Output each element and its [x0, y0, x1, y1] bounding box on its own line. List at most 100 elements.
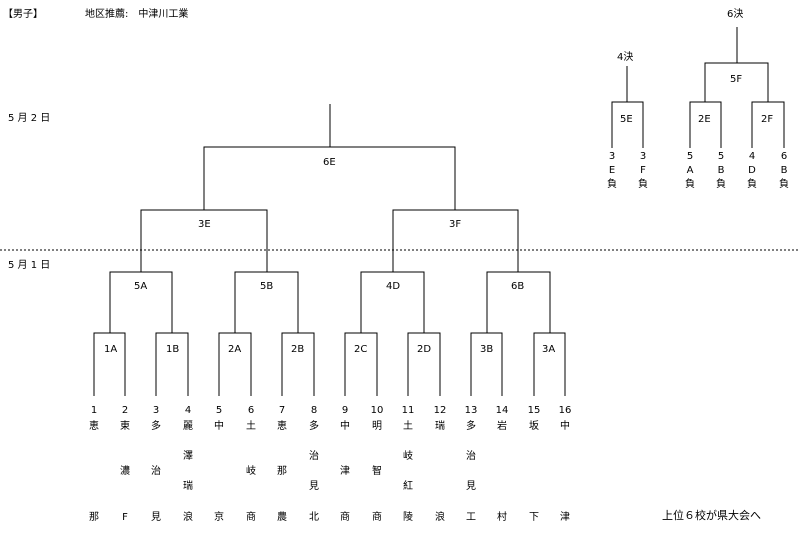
team-seed-number: 7: [278, 405, 286, 416]
team-seed-number: 3: [152, 405, 160, 416]
match-2b-line: [281, 332, 315, 396]
match-label-2b: 2B: [291, 344, 305, 355]
division-label: 【男子】: [3, 9, 43, 20]
match-label-5b: 5B: [260, 281, 274, 292]
match-2c-line: [344, 332, 378, 396]
team-seed-number: 4: [184, 405, 192, 416]
side-slot-char: E: [608, 165, 616, 176]
side-slot-char: 負: [607, 179, 617, 190]
match-2f-line: [751, 101, 785, 148]
side-slot-char: A: [686, 165, 694, 176]
match-label-2e: 2E: [698, 114, 711, 125]
team-name-char: 澤: [183, 451, 193, 462]
team-seed-number: 1: [90, 405, 98, 416]
side-slot-char: F: [640, 165, 646, 176]
team-name-char: 見: [466, 481, 476, 492]
team-name-char: 浪: [435, 512, 445, 523]
team-name-char: 中: [560, 421, 570, 432]
team-seed-number: 5: [215, 405, 223, 416]
team-name-char: 那: [89, 512, 99, 523]
team-seed-number: 13: [464, 405, 478, 416]
team-name-char: 濃: [120, 466, 130, 477]
side-slot-char: 6: [780, 151, 788, 162]
match-label-6e: 6E: [323, 157, 336, 168]
side-slot-char: 負: [716, 179, 726, 190]
side-slot-char: B: [717, 165, 725, 176]
team-name-char: 那: [277, 466, 287, 477]
team-name-char: 土: [246, 421, 256, 432]
qualification-note: 上位６校が県大会へ: [662, 509, 761, 522]
side-slot-char: 負: [685, 179, 695, 190]
match-label-5e: 5E: [620, 114, 633, 125]
match-label-3e: 3E: [198, 219, 211, 230]
team-seed-number: 2: [121, 405, 129, 416]
match-label-2a: 2A: [228, 344, 242, 355]
match-2d-line: [407, 332, 441, 396]
date-day1: 5 月 1 日: [8, 260, 51, 271]
match-label-1b: 1B: [166, 344, 180, 355]
team-name-char: 紅: [403, 481, 413, 492]
team-seed-number: 11: [401, 405, 415, 416]
team-name-char: 多: [151, 421, 161, 432]
team-seed-number: 15: [527, 405, 541, 416]
match-label-3b: 3B: [480, 344, 494, 355]
team-seed-number: 12: [433, 405, 447, 416]
team-name-char: 中: [214, 421, 224, 432]
team-seed-number: 10: [370, 405, 384, 416]
side-slot-char: 3: [639, 151, 647, 162]
team-name-char: 商: [246, 512, 256, 523]
team-name-char: 見: [309, 481, 319, 492]
round2-lines: [109, 271, 551, 333]
side-slot-char: 5: [686, 151, 694, 162]
team-name-char: 治: [309, 451, 319, 462]
team-name-char: 麗: [183, 421, 193, 432]
side-slot-char: 負: [638, 179, 648, 190]
team-name-char: 岐: [246, 466, 256, 477]
date-day2: 5 月 2 日: [8, 113, 51, 124]
match-label-5a: 5A: [134, 281, 148, 292]
match-label-2f: 2F: [761, 114, 774, 125]
match-label-6b: 6B: [511, 281, 525, 292]
team-name-char: 商: [372, 512, 382, 523]
match-5e-line: [611, 101, 644, 148]
team-name-char: 多: [466, 421, 476, 432]
team-name-char: 中: [340, 421, 350, 432]
side-slot-char: D: [748, 165, 756, 176]
team-name-char: 岐: [403, 451, 413, 462]
side-slot-char: 4: [748, 151, 756, 162]
team-name-char: 北: [309, 512, 319, 523]
team-name-char: 津: [340, 466, 350, 477]
match-label-3f: 3F: [449, 219, 462, 230]
team-name-char: 下: [529, 512, 539, 523]
team-name-char: 治: [466, 451, 476, 462]
team-name-char: 村: [497, 512, 507, 523]
team-seed-number: 6: [247, 405, 255, 416]
side-slot-char: B: [780, 165, 788, 176]
round4-lines: [203, 104, 456, 210]
team-name-char: 治: [151, 466, 161, 477]
team-name-char: 陵: [403, 512, 413, 523]
team-name-char: 土: [403, 421, 413, 432]
team-name-char: 多: [309, 421, 319, 432]
match-2a-line: [218, 332, 252, 396]
team-seed-number: 8: [310, 405, 318, 416]
match-label-2c: 2C: [354, 344, 368, 355]
side-slot-char: 3: [608, 151, 616, 162]
team-name-char: 恵: [89, 421, 99, 432]
team-name-char: 浪: [183, 512, 193, 523]
team-name-char: 農: [277, 512, 287, 523]
match-label-5f: 5F: [730, 74, 743, 85]
team-seed-number: 14: [495, 405, 509, 416]
team-name-char: 見: [151, 512, 161, 523]
round1-lines: [93, 332, 566, 396]
team-name-char: F: [122, 512, 128, 523]
match-2e-line: [689, 101, 722, 148]
match-label-3a: 3A: [542, 344, 556, 355]
match-label-2d: 2D: [417, 344, 432, 355]
team-seed-number: 9: [341, 405, 349, 416]
sixth-place-title: 6決: [727, 9, 744, 20]
team-name-char: 明: [372, 421, 382, 432]
team-seed-number: 16: [558, 405, 572, 416]
team-name-char: 工: [466, 512, 476, 523]
